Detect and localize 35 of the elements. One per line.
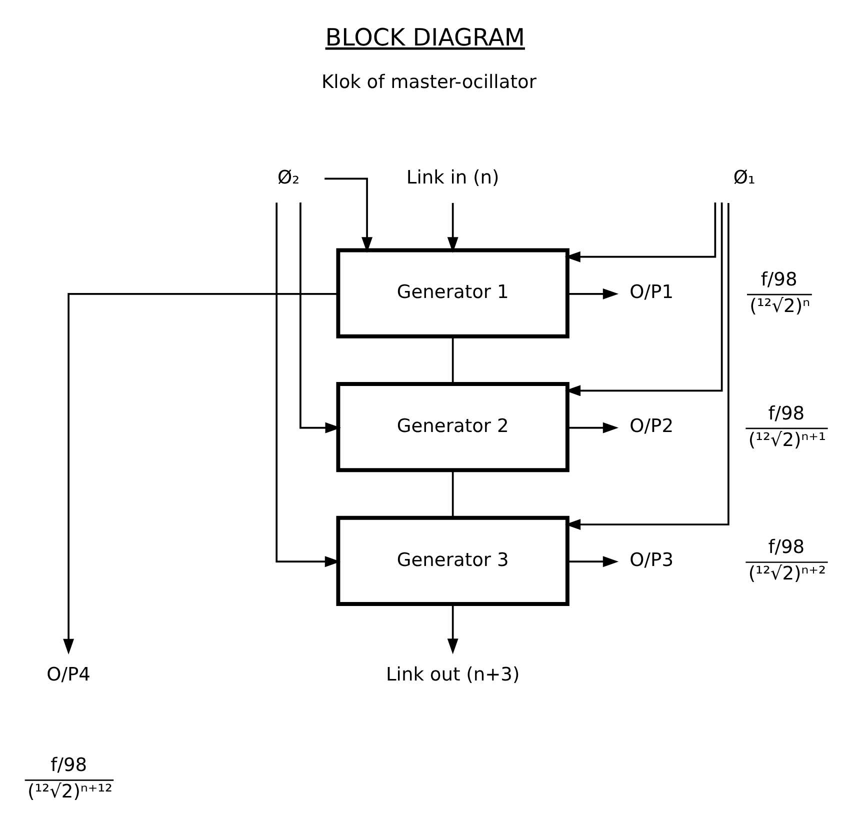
node-text: O/P1	[630, 282, 674, 304]
arrow	[63, 293, 338, 654]
label: f/98	[768, 403, 805, 424]
label: Klok of master-ocillator	[322, 72, 536, 94]
arrow	[300, 202, 341, 434]
arrow	[564, 202, 723, 396]
label: (¹²√2)ⁿ	[750, 296, 810, 318]
arrow	[447, 202, 458, 253]
arrow	[568, 422, 619, 434]
arrow	[324, 178, 373, 253]
node-text: O/P2	[630, 416, 674, 438]
connector	[452, 470, 454, 518]
node-box: Generator 2	[336, 382, 570, 472]
node-box: Generator 1	[336, 248, 570, 338]
arrow	[447, 604, 458, 654]
node-text: Ø₁	[733, 168, 756, 189]
label: (¹²√2)ⁿ⁺²	[748, 564, 826, 585]
node-text: O/P4	[46, 664, 90, 686]
node-text: Link out (n+3)	[386, 664, 520, 686]
label: f/98	[760, 270, 798, 291]
arrow	[564, 202, 730, 530]
arrow	[276, 202, 341, 568]
node-text: O/P3	[630, 550, 674, 571]
node-box: Generator 3	[336, 516, 570, 606]
node-text: Ø₂	[278, 168, 300, 189]
label: (¹²√2)ⁿ⁺¹²	[27, 782, 113, 803]
arrow	[564, 202, 716, 262]
label: f/98	[768, 537, 805, 558]
node-text: Link in (n)	[406, 168, 500, 189]
label: (¹²√2)ⁿ⁺¹	[748, 430, 826, 451]
label: f/98	[50, 755, 88, 776]
diagram-title: BLOCK DIAGRAM	[325, 23, 525, 52]
connector	[452, 336, 454, 384]
arrow	[568, 288, 619, 300]
arrow	[568, 556, 619, 568]
